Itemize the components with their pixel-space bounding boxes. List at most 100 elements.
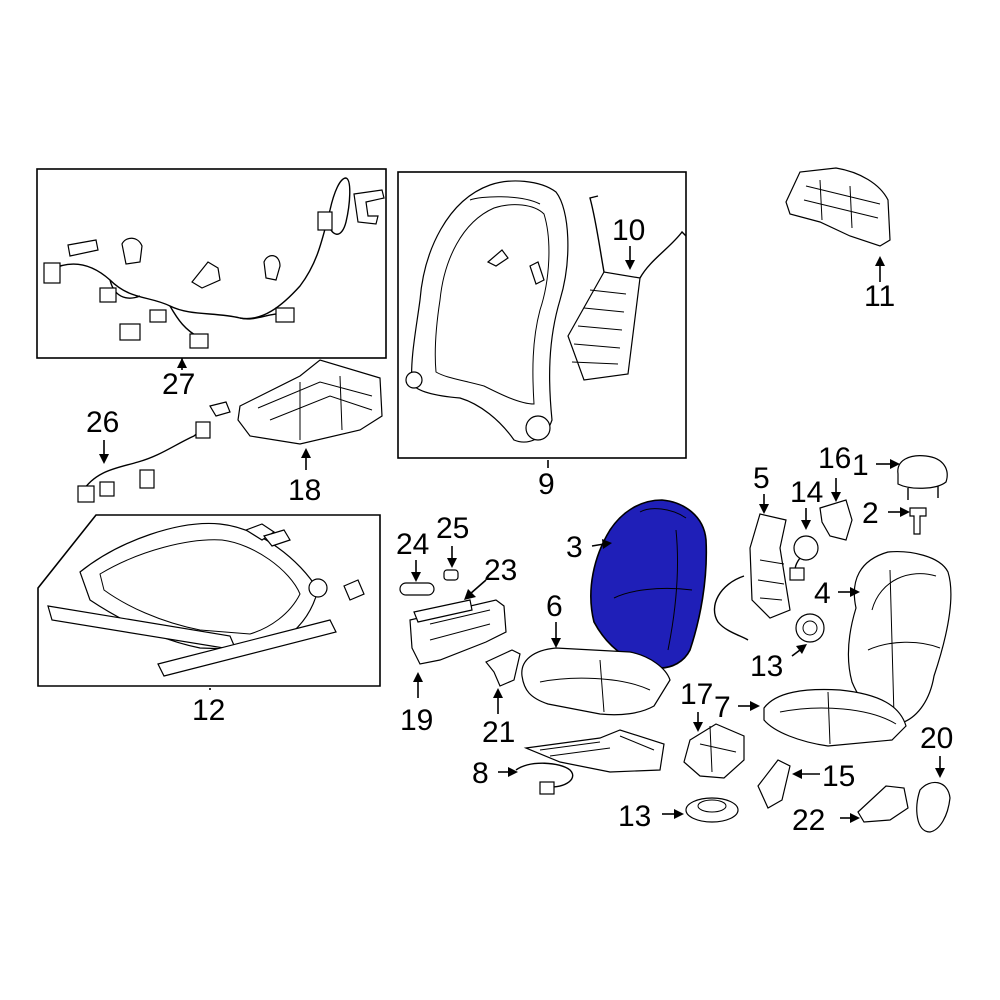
sensor-connector-1 — [77, 485, 95, 503]
arrow-4 — [850, 587, 860, 597]
callout-5: 5 — [753, 462, 770, 495]
knob-25 — [443, 569, 459, 581]
rail-right — [157, 619, 337, 677]
arrow-11 — [875, 256, 885, 266]
clip-1 — [121, 237, 143, 265]
track-clip-2 — [262, 529, 291, 547]
part-8-heater-mat — [515, 729, 665, 795]
arrow-10 — [625, 260, 635, 270]
back-heater-5 — [749, 513, 791, 619]
cover-seam-side — [667, 529, 679, 651]
callout-19: 19 — [400, 704, 433, 737]
bolt-2 — [909, 507, 927, 535]
arrow-8 — [508, 767, 518, 777]
cushion-7 — [763, 688, 907, 747]
side-cover-ribs — [429, 609, 491, 641]
seatback-4 — [847, 551, 952, 723]
blower-13-upper — [795, 613, 825, 643]
sensor-14 — [793, 535, 819, 561]
part-3-seatback-cover — [590, 499, 708, 669]
group-9-seatback-frame — [397, 171, 687, 459]
clip-2 — [191, 261, 221, 289]
cushion-pan-ribs — [257, 375, 373, 440]
frame-bracket-1 — [486, 249, 509, 267]
leader-13a — [791, 649, 801, 657]
trim-strip — [413, 599, 473, 623]
callout-26: 26 — [86, 406, 119, 439]
callout-27: 27 — [162, 368, 195, 401]
callout-10: 10 — [612, 214, 645, 247]
arrow-3 — [602, 539, 612, 549]
bracket-22 — [857, 785, 909, 823]
callout-4: 4 — [814, 577, 831, 610]
bracket-16 — [819, 499, 853, 541]
group-12-seat-track — [37, 514, 381, 687]
blower-13-lower-hub — [697, 799, 727, 813]
connector-6 — [275, 307, 295, 323]
rear-panel — [785, 167, 891, 247]
heater-connector — [539, 781, 555, 795]
cover-20 — [916, 781, 951, 833]
sensor-connector-2 — [99, 481, 115, 497]
seatback4-seams — [867, 569, 941, 717]
connector-3 — [149, 309, 167, 323]
recliner-hub — [525, 415, 551, 441]
callout-20: 20 — [920, 722, 953, 755]
seatback-frame — [411, 180, 569, 443]
lumbar-wire-left — [589, 195, 605, 273]
box-12 — [37, 514, 381, 687]
callout-3: 3 — [566, 531, 583, 564]
sensor-connector-3 — [139, 469, 155, 489]
leader-lines — [99, 246, 945, 823]
group-27-wiring-harness — [36, 168, 387, 359]
callout-24: 24 — [396, 528, 429, 561]
arrow-2 — [900, 507, 910, 517]
arrow-7 — [750, 701, 760, 711]
headrest — [897, 455, 948, 489]
part-26-sensor-wire — [77, 421, 211, 503]
heater5-wire — [713, 575, 749, 641]
headrest-posts — [907, 486, 939, 500]
arrow-13b — [674, 809, 684, 819]
arrow-23 — [464, 589, 476, 600]
callout-25: 25 — [436, 512, 469, 545]
cover-seam-mid — [613, 587, 693, 599]
heater5-lines — [757, 559, 785, 601]
connector-7 — [317, 211, 333, 231]
callout-labels: 1 2 3 4 5 6 7 8 9 10 11 12 13 13 14 15 1… — [86, 214, 953, 837]
arrow-27 — [177, 358, 187, 368]
callout-13-upper: 13 — [750, 650, 783, 683]
pivot-left — [405, 371, 423, 389]
arrow-13a — [796, 644, 807, 654]
cushion-pan — [237, 359, 383, 445]
callout-18: 18 — [288, 474, 321, 507]
pan-clip — [209, 401, 231, 417]
arrow-18 — [301, 448, 311, 458]
callout-22: 22 — [792, 804, 825, 837]
callout-2: 2 — [862, 497, 879, 530]
arrow-15 — [792, 769, 802, 779]
arrow-19 — [413, 672, 423, 682]
arrow-22 — [850, 813, 860, 823]
lumbar-wire-right — [639, 230, 687, 279]
heater-mat — [523, 729, 665, 773]
sensor-connector-4 — [195, 421, 211, 439]
callout-17: 17 — [680, 678, 713, 711]
arrow-21 — [493, 688, 503, 698]
seat-cushion-cover — [521, 647, 671, 716]
heater-lines — [539, 735, 655, 757]
callout-21: 21 — [482, 716, 515, 749]
leader-3 — [591, 543, 605, 547]
bracket-t — [353, 189, 385, 225]
arrow-26 — [99, 454, 109, 464]
track-pivot — [308, 578, 328, 598]
heater-wire — [515, 762, 574, 788]
box-27 — [36, 168, 387, 359]
arrow-14 — [801, 520, 811, 530]
connector-1 — [43, 262, 61, 284]
harness-wire — [49, 177, 351, 320]
connector-2 — [99, 287, 117, 303]
callout-16: 16 — [818, 442, 851, 475]
arrow-17 — [693, 722, 703, 732]
module17-detail — [699, 725, 737, 773]
